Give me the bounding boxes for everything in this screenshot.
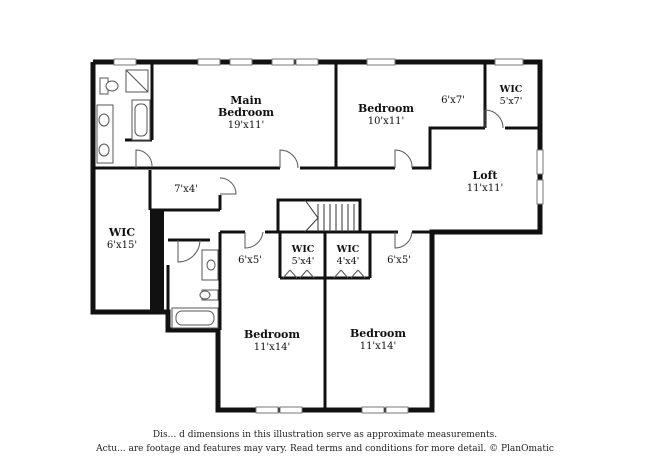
bedroom-bottom-right-label: Bedroom bbox=[350, 327, 406, 340]
exterior-walls bbox=[90, 59, 543, 413]
closet-6x7-dims: 6'x7' bbox=[441, 95, 465, 106]
bedroom-top-dims: 10'x11' bbox=[368, 116, 405, 127]
loft-dims: 11'x11' bbox=[467, 183, 504, 194]
wic-top-dims: 5'x7' bbox=[500, 96, 523, 107]
wic-mid-left-label: WIC bbox=[291, 244, 315, 255]
bedroom-bottom-left-label: Bedroom bbox=[244, 328, 300, 341]
bedroom-bottom-right-dims: 11'x14' bbox=[360, 341, 397, 352]
bedroom-top-label: Bedroom bbox=[358, 102, 414, 115]
wic-left-label: WIC bbox=[108, 226, 135, 239]
wic-mid-left-dims: 5'x4' bbox=[292, 256, 315, 267]
disclaimer-line-1: Dis... d dimensions in this illustration… bbox=[152, 430, 498, 440]
bath-left-dims: 6'x5' bbox=[238, 255, 262, 266]
main-bedroom-dims: 19'x11' bbox=[228, 120, 265, 131]
main-bedroom-label-2: Bedroom bbox=[218, 106, 274, 119]
wic-left-dims: 6'x15' bbox=[107, 240, 137, 251]
wic-top-label: WIC bbox=[499, 84, 523, 95]
bath-fixtures bbox=[96, 69, 219, 329]
loft-label: Loft bbox=[473, 169, 499, 182]
bath-right-dims: 6'x5' bbox=[387, 255, 411, 266]
door-swings bbox=[135, 109, 504, 279]
chase-block bbox=[150, 210, 164, 310]
stairs bbox=[304, 199, 355, 233]
interior-walls bbox=[93, 62, 540, 410]
disclaimer-line-2: Actu... are footage and features may var… bbox=[96, 444, 554, 454]
windows bbox=[113, 58, 544, 414]
hall-closet-dims: 7'x4' bbox=[174, 184, 198, 195]
bedroom-bottom-left-dims: 11'x14' bbox=[254, 342, 291, 353]
disclaimer: Dis... d dimensions in this illustration… bbox=[0, 428, 650, 456]
wic-mid-right-label: WIC bbox=[336, 244, 360, 255]
main-bedroom-label: Main bbox=[230, 94, 261, 107]
floor-plan: Main Bedroom 19'x11' Bedroom 10'x11' 6'x… bbox=[90, 58, 544, 414]
wic-mid-right-dims: 4'x4' bbox=[337, 256, 360, 267]
